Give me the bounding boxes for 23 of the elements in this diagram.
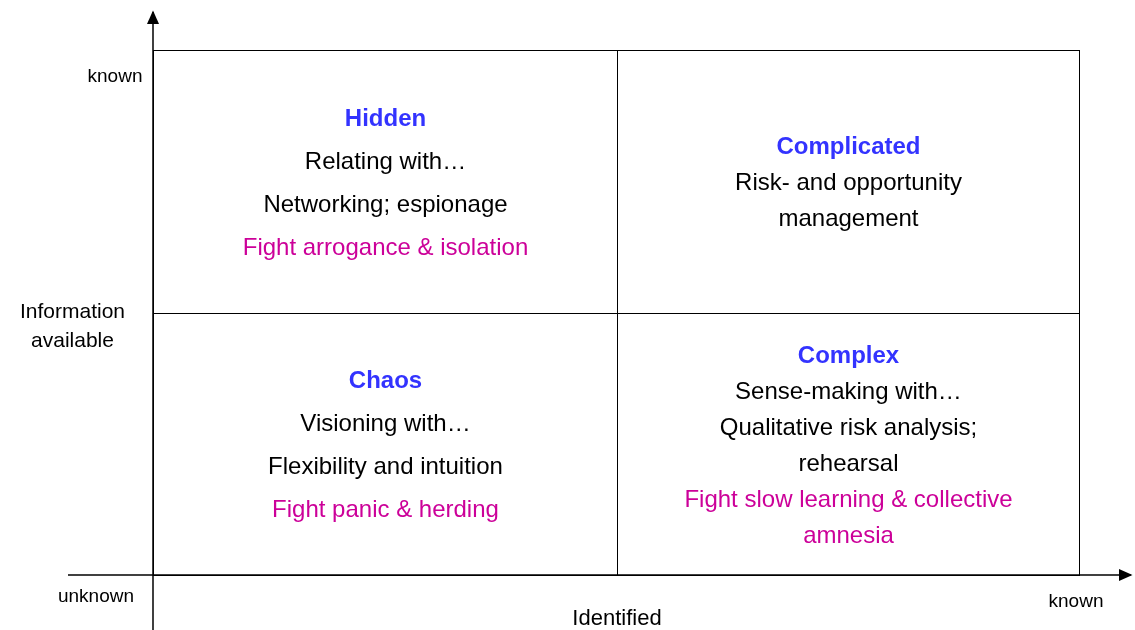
quadrant-box <box>617 313 1080 576</box>
quadrant-text: Networking; espionage <box>263 188 508 219</box>
axis-tick-label: known <box>1047 589 1105 613</box>
quadrant-title: Complicated <box>776 131 921 161</box>
quadrant-text: Relating with… <box>304 145 467 176</box>
axis-title: Identified <box>571 604 663 630</box>
quadrant-note: Fight slow learning & collective amnesia <box>683 483 1014 550</box>
quadrant-text: Visioning with… <box>300 408 471 438</box>
quadrant-title: Hidden <box>344 102 427 133</box>
quadrant-note: Fight panic & herding <box>272 494 499 524</box>
quadrant-box <box>153 313 618 576</box>
quadrant-title: Complex <box>797 339 900 370</box>
quadrant-note: Fight arrogance & isolation <box>242 231 529 262</box>
quadrant-text: Flexibility and intuition <box>268 451 503 481</box>
quadrant-title: Chaos <box>348 365 423 395</box>
axis-title: Information available <box>18 298 127 354</box>
quadrant-text: Qualitative risk analysis; rehearsal <box>718 411 979 478</box>
quadrant-box <box>153 50 618 314</box>
quadrant-box <box>617 50 1080 314</box>
quadrant-text: Sense-making with… <box>735 375 962 406</box>
axis-tick-label: unknown <box>56 584 136 608</box>
axis-tick-label: known <box>86 64 144 88</box>
quadrant-text: Risk- and opportunity management <box>734 167 963 233</box>
